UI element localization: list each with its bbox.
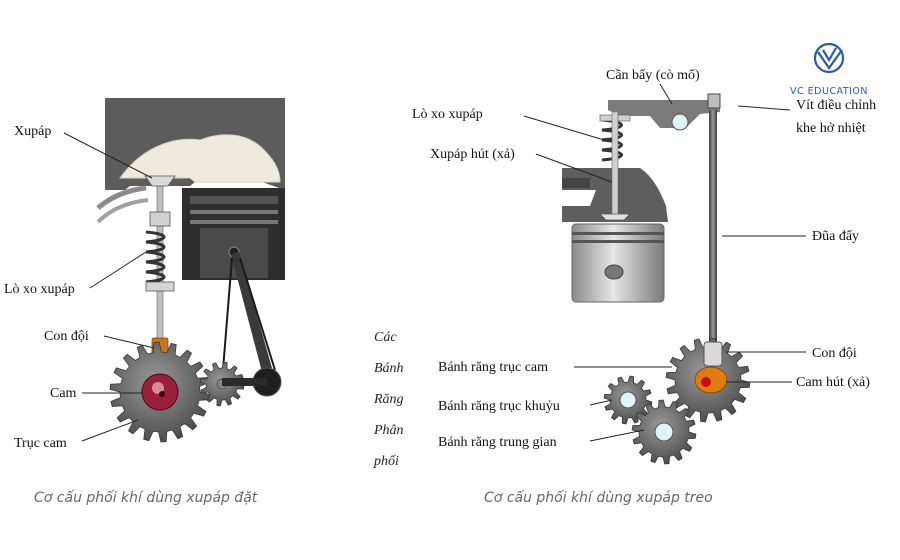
label-crank-gear: Bánh răng trục khuỷu	[438, 399, 560, 414]
label-left-tappet: Con đội	[44, 329, 89, 344]
gear-hub	[619, 391, 637, 409]
right-tappet	[703, 341, 723, 367]
side-word-5: phối	[373, 454, 399, 469]
left-connecting-rod	[231, 252, 272, 372]
right-valve-head	[599, 213, 631, 221]
left-valve-stem	[156, 181, 164, 343]
left-timing-belt	[221, 257, 276, 383]
idler-gear	[631, 399, 697, 465]
intake-cam	[694, 366, 728, 394]
label-adjust-screw-2: khe hở nhiệt	[796, 121, 866, 136]
right-diagram: Cần bẩy (cò mổ) Vít điều chỉnh khe hở nh…	[373, 68, 876, 506]
rocker-pivot	[671, 113, 689, 131]
label-left-cam: Cam	[50, 386, 77, 401]
push-rod	[709, 110, 717, 355]
label-left-camshaft: Trục cam	[14, 436, 67, 451]
left-diagram: Xupáp Lò xo xupáp Con đội Cam Trục cam C…	[4, 98, 285, 506]
label-right-tappet: Con đội	[812, 346, 857, 361]
side-word-3: Răng	[373, 392, 404, 407]
label-cam-gear: Bánh răng trục cam	[438, 360, 548, 375]
label-intake-valve: Xupáp hút (xả)	[430, 147, 515, 162]
left-combustion-chamber	[119, 134, 281, 183]
gear-hub	[654, 422, 674, 442]
caption-left: Cơ cấu phối khí dùng xupáp đặt	[34, 489, 258, 506]
side-word-4: Phân	[373, 423, 404, 438]
label-rocker-arm: Cần bẩy (cò mổ)	[606, 68, 700, 83]
brand-text: VC EDUCATION	[790, 86, 868, 97]
left-intake-port	[96, 185, 147, 210]
label-left-valve-spring: Lò xo xupáp	[4, 282, 75, 297]
label-adjust-screw-1: Vít điều chỉnh	[796, 98, 876, 113]
crankshaft-gear	[603, 375, 653, 425]
label-right-valve-spring: Lò xo xupáp	[412, 107, 483, 122]
left-valve-spring	[145, 230, 166, 284]
side-word-1: Các	[374, 330, 397, 345]
adjusting-screw	[707, 93, 721, 109]
caption-right: Cơ cấu phối khí dùng xupáp treo	[484, 489, 713, 506]
label-push-rod: Đũa đẩy	[812, 229, 859, 244]
rocker-arm	[608, 100, 720, 128]
side-word-2: Bánh	[374, 361, 404, 376]
label-intake-cam: Cam hút (xả)	[796, 375, 870, 390]
right-valve-stem	[611, 111, 619, 217]
label-left-valve: Xupáp	[14, 124, 51, 139]
label-idler-gear: Bánh răng trung gian	[438, 435, 557, 450]
brand-logo: VC EDUCATION	[790, 42, 868, 97]
vc-education-logo-icon	[813, 42, 845, 74]
left-valve-head	[144, 175, 176, 187]
right-piston	[571, 223, 665, 303]
